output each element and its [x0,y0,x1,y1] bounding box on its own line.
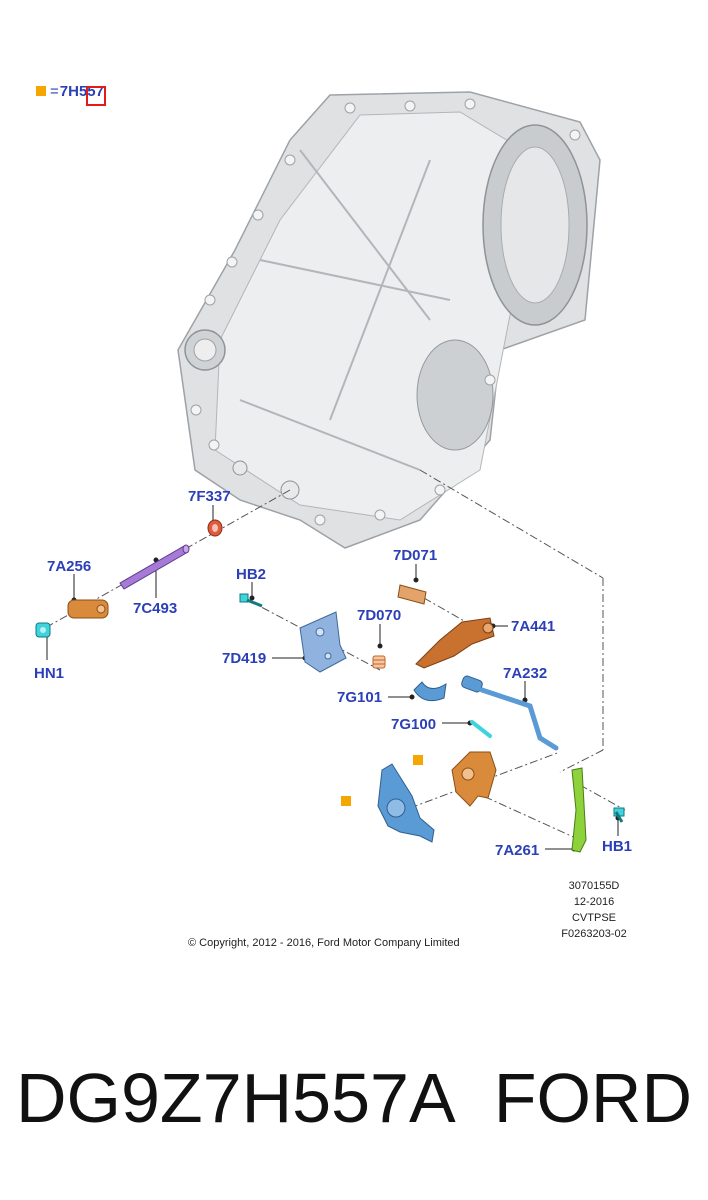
part-7G100-pin [470,720,492,738]
part-7D070-spring [372,655,386,669]
transmission-housing [177,91,601,549]
part-7A256-lever [67,599,109,619]
part-7D071-pin [397,584,427,605]
part-7H557-bracket [451,751,497,807]
label-7A232[interactable]: 7A232 [503,665,548,682]
label-7A256[interactable]: 7A256 [47,558,92,575]
part-7F337-seal [207,519,223,537]
label-7G100[interactable]: 7G100 [391,716,437,733]
copyright-notice: © Copyright, 2012 - 2016, Ford Motor Com… [188,937,460,949]
part-7G101-clip [413,681,447,702]
label-7F337[interactable]: 7F337 [188,488,231,505]
label-7D070[interactable]: 7D070 [357,607,402,624]
label-7D419[interactable]: 7D419 [222,650,267,667]
legend-equals: = [50,82,59,100]
part-HN1-nut [35,622,51,638]
label-7G101[interactable]: 7G101 [337,689,383,706]
illustration-date: 12-2016 [573,896,615,908]
label-7A441[interactable]: 7A441 [511,618,556,635]
part-HB1-bolt [613,807,625,823]
figure-id: F0263203-02 [561,928,627,940]
part-7A232-rod [461,675,559,751]
legend-marker-square [36,86,46,96]
label-7C493[interactable]: 7C493 [133,600,178,617]
part-7H557-lever [377,763,435,843]
product-title: DG9Z7H557A FORD [0,1058,708,1138]
part-7C493-shaft [119,544,190,590]
label-HN1[interactable]: HN1 [34,665,65,682]
label-HB1[interactable]: HB1 [602,838,633,855]
illustration-model: CVTPSE [571,912,616,924]
part-7A261-lever [571,767,587,853]
label-7D071[interactable]: 7D071 [393,547,438,564]
part-HB2-bolt [239,593,263,608]
illustration-id: 3070155D [568,880,620,892]
callout-marker-bracket [413,755,423,765]
label-HB2[interactable]: HB2 [236,566,267,583]
parts-diagram [35,91,626,853]
highlight-box [86,86,106,106]
part-7A441-lever [415,617,495,669]
label-7A261[interactable]: 7A261 [495,842,540,859]
part-number: DG9Z7H557A [16,1059,456,1137]
brand-name: FORD [493,1059,692,1137]
callout-marker-lever [341,796,351,806]
part-7D419-bracket [299,611,347,673]
